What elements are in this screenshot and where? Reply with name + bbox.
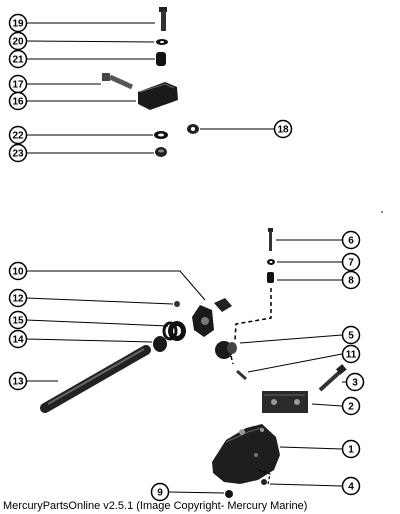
part-10-clamp [192,298,232,337]
svg-text:13: 13 [12,377,24,388]
part-11-screw [236,369,247,381]
svg-text:23: 23 [12,149,24,160]
callout-12: 12 [8,288,28,308]
part-21-bushing [156,52,166,66]
part-12-washer [174,301,180,307]
svg-text:20: 20 [12,37,24,48]
svg-text:9: 9 [157,488,163,499]
callout-7: 7 [341,252,361,272]
part-19-bolt [159,7,167,31]
svg-text:22: 22 [12,131,24,142]
part-23-nut [155,147,167,157]
callout-19: 19 [8,13,28,33]
callout-6: 6 [341,230,361,250]
part-2-plate [262,391,308,413]
callout-5: 5 [341,325,361,345]
callout-15: 15 [8,310,28,330]
svg-text:8: 8 [348,276,354,287]
assembly-path-pin [257,469,271,485]
callout-circles: 19 20 21 17 16 18 22 23 6 7 8 10 12 15 1… [8,13,365,502]
part-22-washer [154,131,168,139]
part-7-washer [267,259,275,265]
callout-4: 4 [341,476,361,496]
part-17-bolt [102,73,134,90]
part-20-washer [156,39,168,45]
part-5-mount [215,341,237,359]
part-4-pin [261,479,267,485]
callout-2: 2 [341,396,361,416]
leader-lines [25,22,348,494]
svg-text:18: 18 [277,125,289,136]
part-8-spacer [267,272,274,283]
svg-text:21: 21 [12,55,24,66]
callout-11: 11 [341,344,361,364]
svg-text:12: 12 [12,294,24,305]
callout-23: 23 [8,143,28,163]
svg-text:7: 7 [348,258,354,269]
svg-text:4: 4 [348,482,354,493]
svg-text:15: 15 [12,316,24,327]
svg-text:16: 16 [12,97,24,108]
part-16-block [138,82,178,110]
part-15-ring [162,321,186,341]
part-6-bolt [268,228,273,251]
part-3-bolt [318,364,347,392]
svg-text:6: 6 [348,236,354,247]
svg-text:11: 11 [346,350,357,361]
part-18-nut [187,124,199,134]
callout-3: 3 [345,372,365,392]
svg-text:10: 10 [12,267,24,278]
part-9-ball [225,490,233,498]
callout-20: 20 [8,31,28,51]
callout-10: 10 [8,261,28,281]
callout-18: 18 [273,119,293,139]
callout-1: 1 [341,439,361,459]
callout-17: 17 [8,74,28,94]
svg-text:1: 1 [348,445,354,456]
callout-9: 9 [150,482,170,502]
svg-text:3: 3 [352,378,358,389]
callout-21: 21 [8,49,28,69]
assembly-path [230,288,272,365]
svg-text:14: 14 [12,335,24,346]
svg-text:2: 2 [348,402,354,413]
callout-14: 14 [8,329,28,349]
part-1-housing [212,424,280,484]
part-13-shaft [40,345,151,413]
svg-text:5: 5 [348,331,354,342]
callout-22: 22 [8,125,28,145]
callout-13: 13 [8,371,28,391]
part-14-bushing [153,336,167,352]
copyright-caption: MercuryPartsOnline v2.5.1 (Image Copyrig… [3,500,308,512]
svg-text:17: 17 [12,80,24,91]
callout-8: 8 [341,270,361,290]
callout-16: 16 [8,91,28,111]
svg-text:19: 19 [12,19,24,30]
